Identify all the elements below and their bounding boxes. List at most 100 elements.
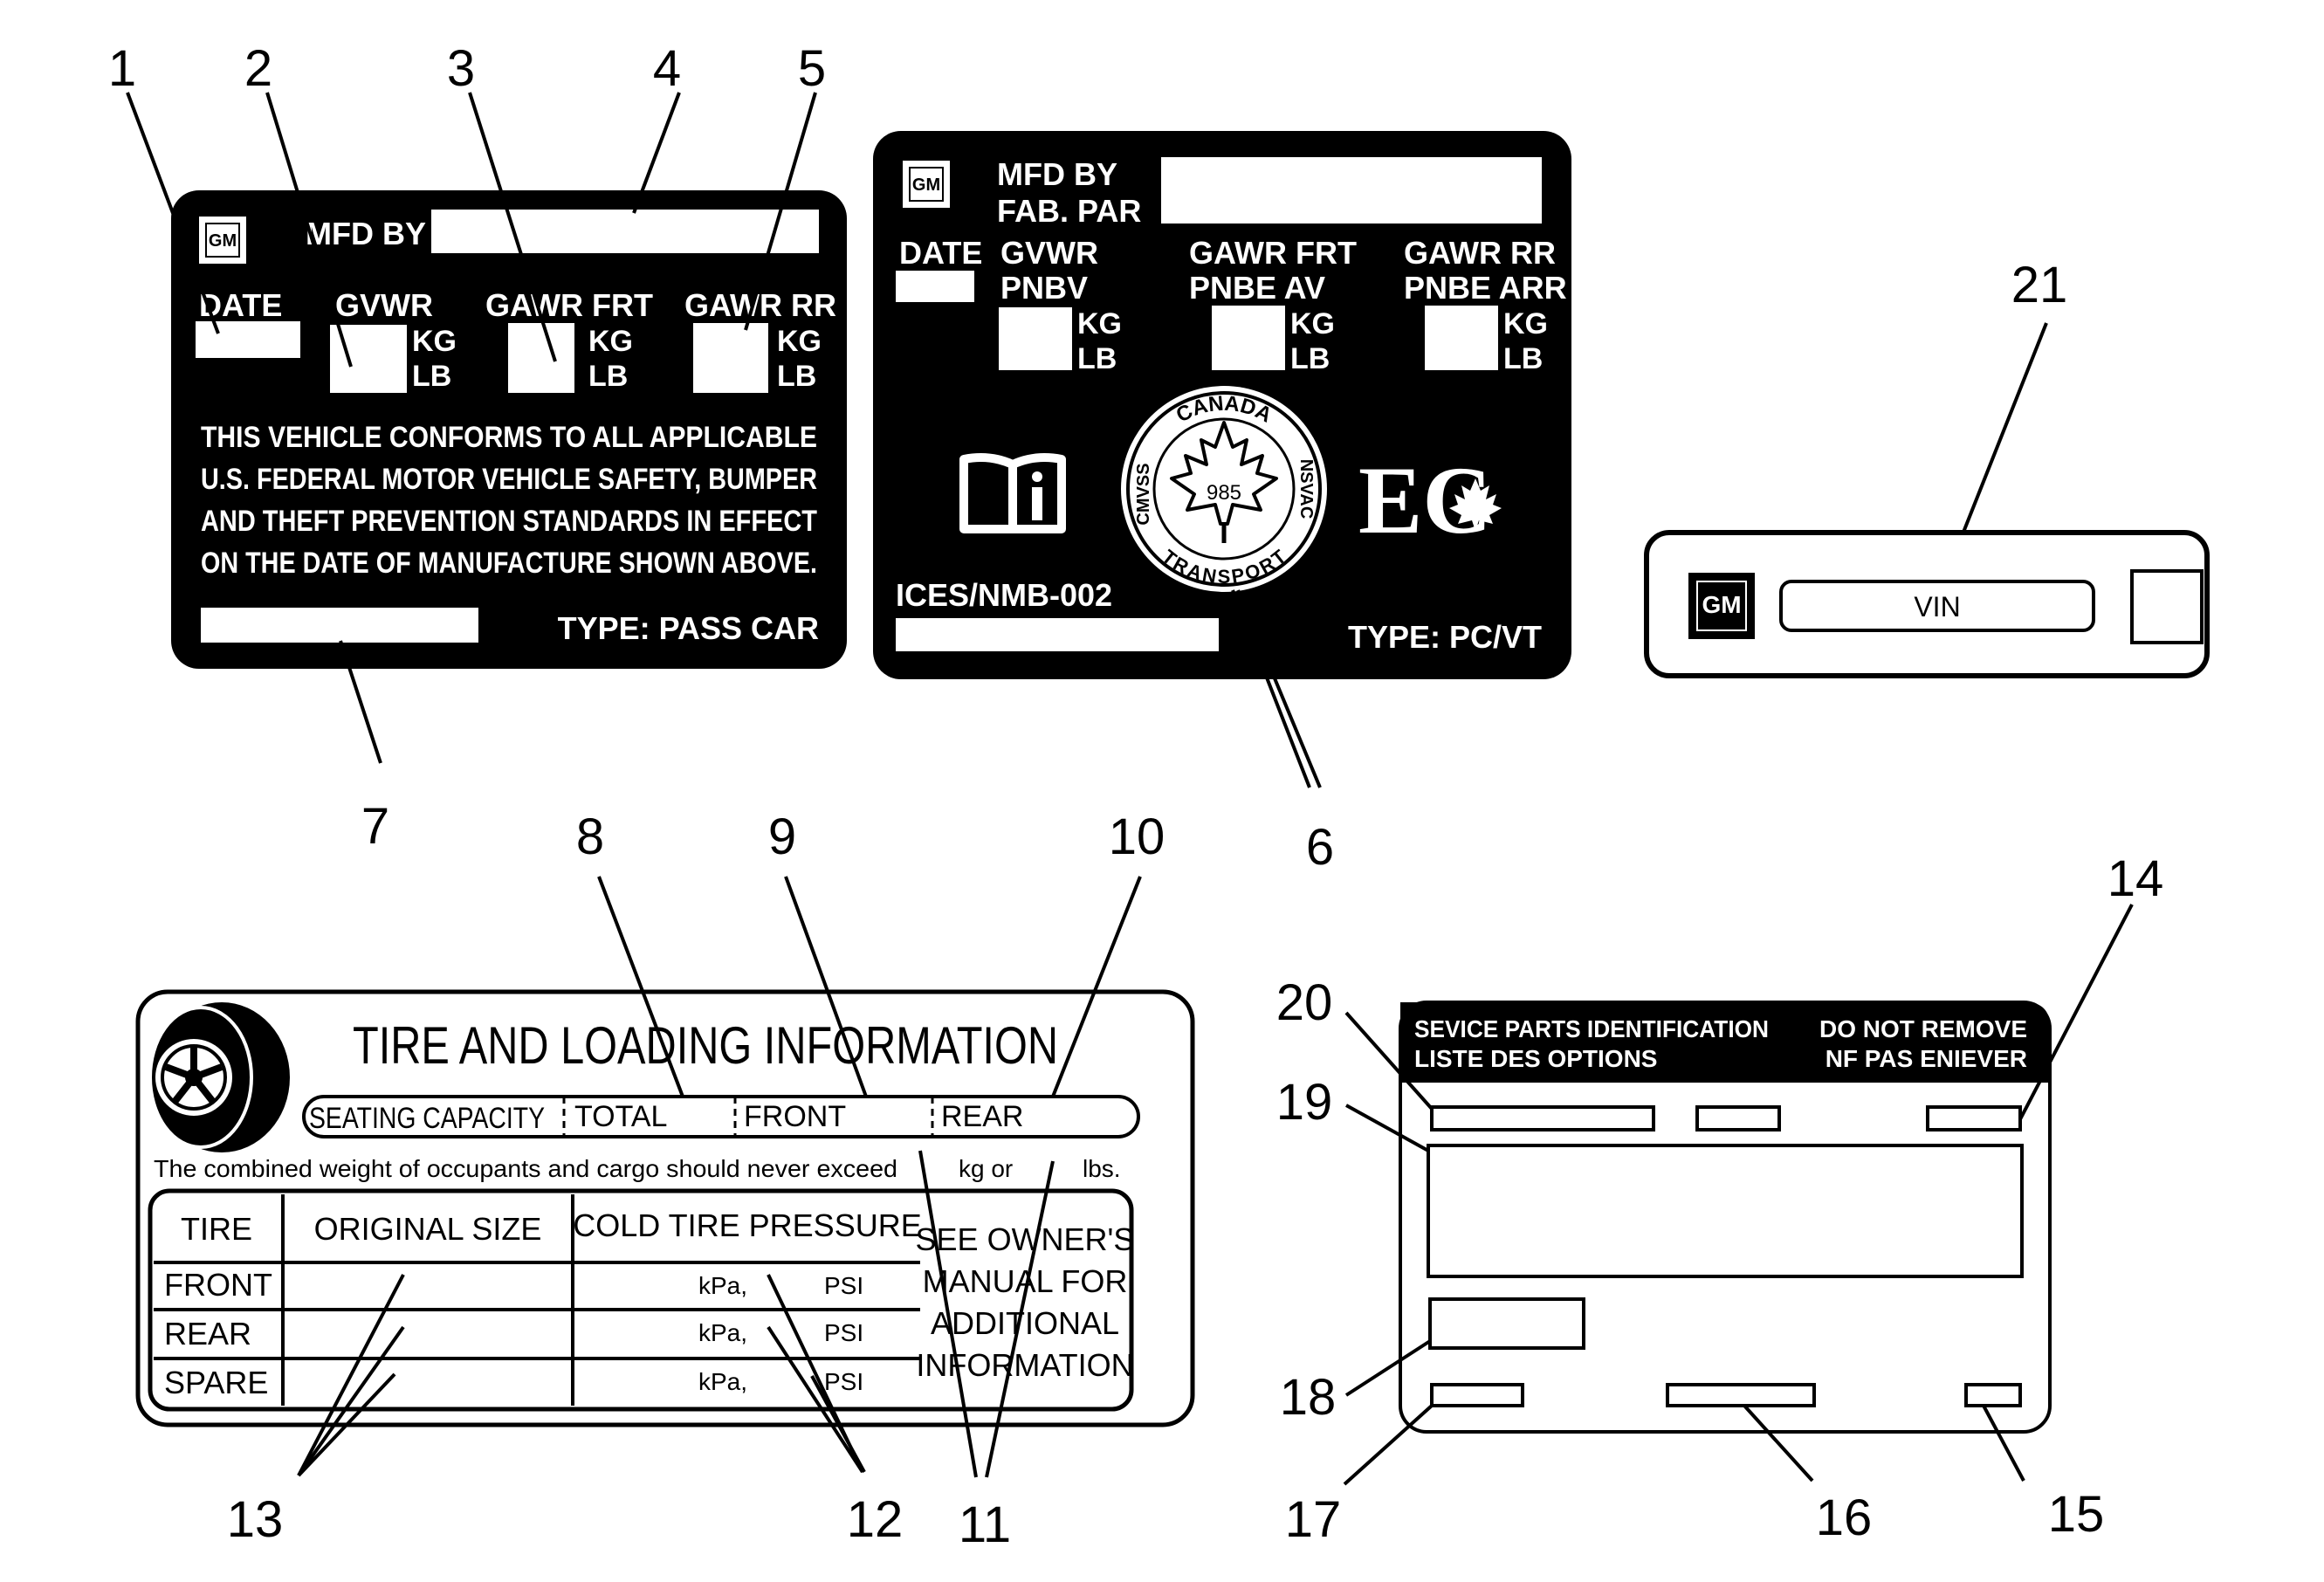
- gvwr-kg: KG: [412, 325, 457, 358]
- rear-kpa: kPa,: [698, 1319, 747, 1346]
- row-front: FRONT: [164, 1267, 272, 1303]
- conformance-statement: THIS VEHICLE CONFORMS TO ALL APPLICABLE …: [201, 421, 817, 580]
- vin-text: VIN: [1914, 591, 1960, 622]
- field-16: [1666, 1383, 1816, 1407]
- spare-psi: PSI: [824, 1368, 863, 1395]
- callout-10: 10: [1109, 808, 1165, 865]
- gawr-frt-field: [1212, 306, 1285, 370]
- callout-13: 13: [227, 1491, 284, 1548]
- seal-cmvss: CMVSS: [1134, 463, 1153, 525]
- front-label: FRONT: [744, 1100, 846, 1133]
- service-parts-label: SEVICE PARTS IDENTIFICATION LISTE DES OP…: [1399, 1001, 2052, 1434]
- mfd-by-label: MFD BY: [306, 216, 426, 251]
- callout-19: 19: [1276, 1074, 1333, 1131]
- gvwr-field: [999, 307, 1072, 370]
- service-parts-line-1: SEVICE PARTS IDENTIFICATION: [1414, 1015, 1769, 1042]
- callout-11: 11: [959, 1496, 1011, 1553]
- callout-15: 15: [2048, 1486, 2105, 1543]
- see-owners-line-4: INFORMATION: [916, 1347, 1133, 1383]
- gawr-rr-kg: KG: [1503, 307, 1548, 340]
- tire-pressure-table: TIRE ORIGINAL SIZE COLD TIRE PRESSURE FR…: [148, 1188, 1135, 1412]
- row-rear: REAR: [164, 1316, 251, 1352]
- header-tire: TIRE: [181, 1211, 252, 1247]
- row-spare: SPARE: [164, 1365, 268, 1400]
- gvwr-lb: LB: [1077, 342, 1117, 375]
- callout-8: 8: [576, 808, 604, 865]
- field-17: [1430, 1383, 1524, 1407]
- barcode-field: [201, 608, 478, 643]
- pnbv-label: PNBV: [1000, 270, 1088, 306]
- gm-logo-text: GM: [1702, 591, 1741, 618]
- callout-12: 12: [847, 1491, 904, 1548]
- gawr-rr-label: GAWR RR: [1404, 235, 1556, 271]
- ices-label: ICES/NMB-002: [896, 577, 1112, 613]
- rear-label: REAR: [941, 1100, 1023, 1133]
- statement-line-2: U.S. FEDERAL MOTOR VEHICLE SAFETY, BUMPE…: [201, 463, 817, 496]
- rear-psi: PSI: [824, 1319, 863, 1346]
- type-label: TYPE: PASS CAR: [558, 610, 819, 646]
- combined-weight-text: The combined weight of occupants and car…: [154, 1155, 897, 1182]
- mfd-by-label: MFD BY: [997, 156, 1117, 192]
- spare-kpa: kPa,: [698, 1368, 747, 1395]
- gm-logo-icon: GM: [903, 161, 950, 208]
- header-cold-tire-pressure: COLD TIRE PRESSURE: [573, 1207, 921, 1243]
- gvwr-label: GVWR: [335, 287, 433, 323]
- date-field: [196, 321, 300, 358]
- gvwr-label: GVWR: [1000, 235, 1098, 271]
- statement-line-1: THIS VEHICLE CONFORMS TO ALL APPLICABLE: [201, 421, 817, 454]
- field-18: [1428, 1297, 1585, 1350]
- canada-transport-seal-icon: CANADA TRANSPORT CMVSS NSVAC 985: [1121, 386, 1327, 592]
- field-20: [1430, 1105, 1655, 1131]
- field-14: [1926, 1105, 2022, 1131]
- gm-logo-text: GM: [912, 175, 940, 195]
- do-not-remove-line-2: NF PAS ENIEVER: [1826, 1045, 2027, 1072]
- callout-4: 4: [653, 40, 681, 97]
- tire-label-title: TIRE AND LOADING INFORMATION: [353, 1016, 1058, 1075]
- canada-certification-label: GM MFD BY FAB. PAR DATE GVWR PNBV KG LB …: [873, 131, 1571, 679]
- gm-logo-icon: GM: [1688, 573, 1755, 639]
- field-19: [1427, 1144, 2024, 1278]
- vin-field: [1779, 580, 2095, 632]
- gawr-frt-kg: KG: [588, 325, 633, 358]
- callout-16: 16: [1816, 1489, 1873, 1546]
- callout-numbers: 1 2 3 4 5 6 7 8 9 10 11 12 13 14 15 16 1…: [108, 40, 2163, 1553]
- callout-2: 2: [244, 40, 272, 97]
- gawr-rr-field: [1425, 306, 1498, 370]
- fab-par-label: FAB. PAR: [997, 193, 1141, 229]
- vin-label: GM VIN: [1644, 530, 2210, 678]
- callout-7: 7: [361, 798, 389, 855]
- seating-capacity-label: SEATING CAPACITY: [309, 1102, 545, 1135]
- seal-nsvac: NSVAC: [1296, 459, 1316, 519]
- gawr-frt-label: GAWR FRT: [1189, 235, 1357, 271]
- callout-9: 9: [768, 808, 796, 865]
- owner-manual-book-icon: [959, 453, 1066, 533]
- capacity-bar: [302, 1095, 1140, 1138]
- gawr-rr-lb: LB: [777, 360, 816, 393]
- gawr-frt-lb: LB: [1290, 342, 1330, 375]
- callout-18: 18: [1280, 1369, 1337, 1426]
- callout-5: 5: [798, 40, 826, 97]
- front-psi: PSI: [824, 1272, 863, 1299]
- front-kpa: kPa,: [698, 1272, 747, 1299]
- leader-lines: [126, 92, 2134, 1486]
- mfd-by-field: [431, 210, 819, 253]
- lbs-text: lbs.: [1083, 1155, 1121, 1182]
- gvwr-kg: KG: [1077, 307, 1122, 340]
- gawr-frt-kg: KG: [1290, 307, 1335, 340]
- see-owners-line-1: SEE OWNER'S: [916, 1221, 1135, 1257]
- check-box-field: [2130, 569, 2204, 644]
- gawr-rr-field: [693, 323, 768, 393]
- service-parts-line-2: LISTE DES OPTIONS: [1414, 1045, 1657, 1072]
- kg-or-text: kg or: [959, 1155, 1013, 1182]
- see-owners-line-3: ADDITIONAL: [931, 1305, 1119, 1341]
- callout-21: 21: [2011, 257, 2068, 313]
- gawr-rr-lb: LB: [1503, 342, 1543, 375]
- gawr-frt-lb: LB: [588, 360, 628, 393]
- callout-1: 1: [108, 40, 136, 97]
- tire-loading-label: TIRE AND LOADING INFORMATION SEATING CAP…: [135, 989, 1195, 1427]
- callout-14: 14: [2107, 850, 2164, 907]
- do-not-remove-line-1: DO NOT REMOVE: [1819, 1015, 2027, 1042]
- callout-3: 3: [447, 40, 475, 97]
- statement-line-3: AND THEFT PREVENTION STANDARDS IN EFFECT: [201, 505, 817, 538]
- field-center-top: [1695, 1105, 1781, 1131]
